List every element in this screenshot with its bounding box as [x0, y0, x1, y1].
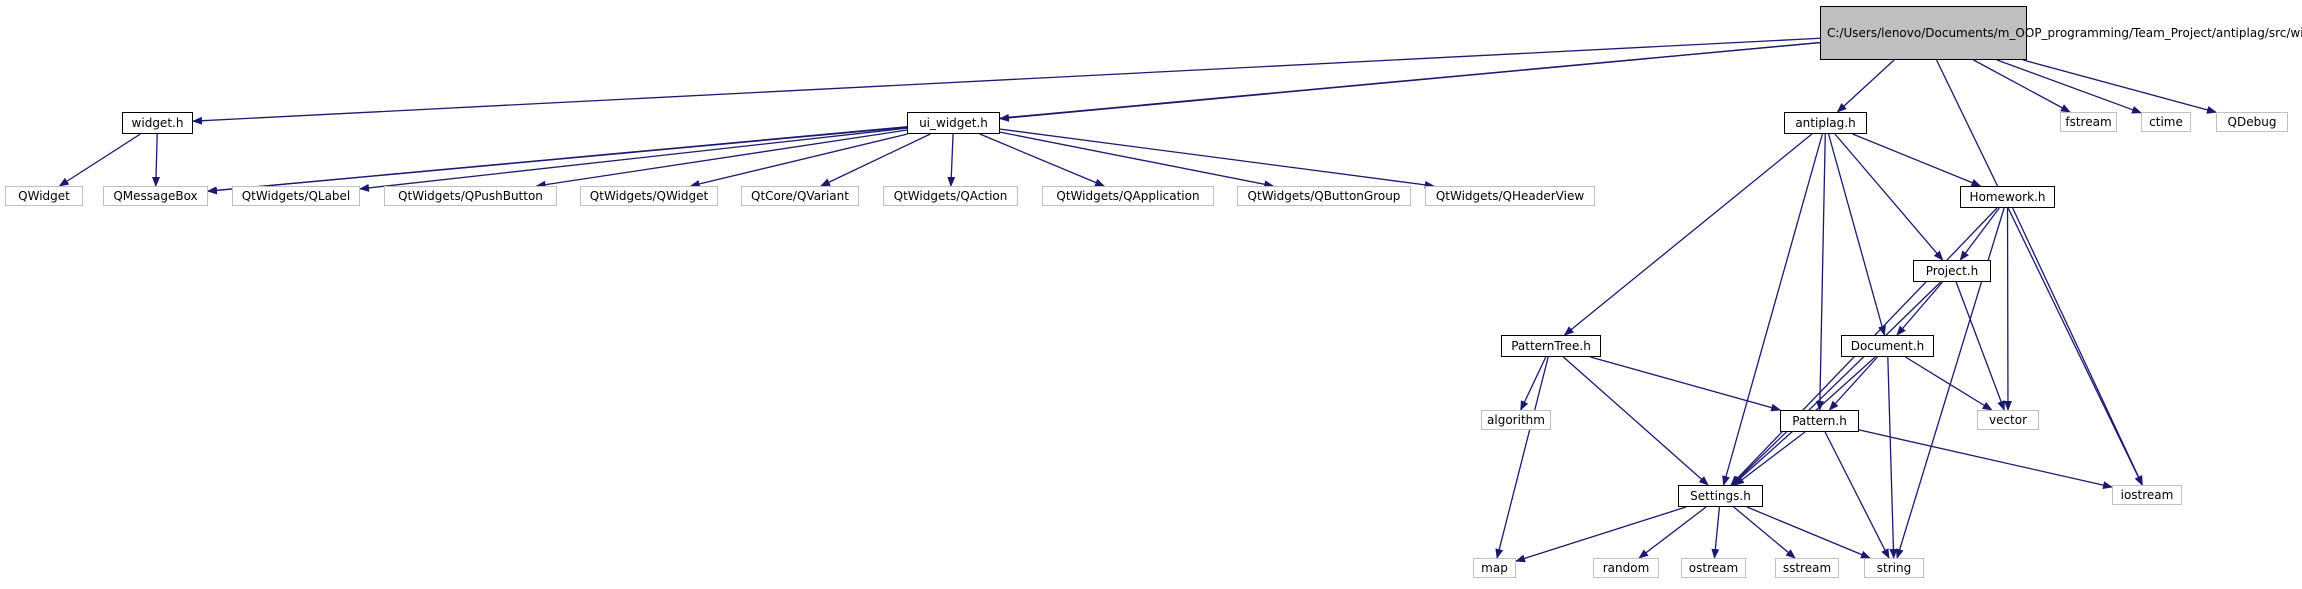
edge-project_h-to-vector — [1955, 281, 2005, 411]
ui-widget-h-node[interactable]: ui_widget.h — [907, 112, 1000, 134]
ctime-node: ctime — [2141, 112, 2191, 132]
sstream-node: sstream — [1775, 558, 1839, 578]
edge-ui_widget_h-to-qtwidgets_qwidget — [689, 133, 908, 188]
qdebug-node: QDebug — [2216, 112, 2288, 132]
edge-pattern_h-to-settings_h — [1734, 431, 1806, 486]
edge-root-to-ctime — [1996, 59, 2142, 114]
edge-project_h-to-document_h — [1896, 281, 1944, 336]
edge-settings_h-to-string — [1746, 506, 1871, 559]
edge-root-to-widget_h — [192, 37, 1821, 125]
edge-root-to-iostream — [1935, 59, 2143, 486]
edge-document_h-to-vector — [1905, 356, 1993, 411]
edge-patterntree_h-to-algorithm — [1520, 356, 1547, 411]
project-h-node[interactable]: Project.h — [1913, 260, 1991, 282]
edge-ui_widget_h-to-qheaderview — [999, 128, 1435, 189]
edge-widget_h-to-qwidget — [58, 133, 141, 187]
edge-root-to-antiplag_h — [1836, 59, 1895, 113]
document-h-node[interactable]: Document.h — [1841, 335, 1934, 357]
edge-patterntree_h-to-map — [1495, 356, 1549, 559]
fstream-node: fstream — [2060, 112, 2117, 132]
string-node: string — [1864, 558, 1924, 578]
qtwidgets-qpushbutton-node: QtWidgets/QPushButton — [384, 186, 557, 206]
qtwidgets-qaction-node: QtWidgets/QAction — [883, 186, 1018, 206]
edge-ui_widget_h-to-qbuttongroup — [999, 131, 1275, 189]
pattern-h-node[interactable]: Pattern.h — [1780, 410, 1859, 432]
antiplag-h-node[interactable]: antiplag.h — [1784, 112, 1867, 134]
edge-antiplag_h-to-settings_h — [1722, 133, 1824, 486]
patterntree-h-node[interactable]: PatternTree.h — [1501, 335, 1601, 357]
edge-project_h-to-settings_h — [1731, 281, 1942, 486]
qmessagebox-node: QMessageBox — [103, 186, 208, 206]
edge-pattern_h-to-string — [1824, 431, 1890, 559]
edge-settings_h-to-sstream — [1733, 506, 1796, 559]
edge-antiplag_h-to-project_h — [1834, 133, 1944, 261]
qtwidgets-qwidget-node: QtWidgets/QWidget — [580, 186, 718, 206]
edge-antiplag_h-to-homework_h — [1852, 133, 1982, 187]
edge-antiplag_h-to-pattern_h — [1815, 133, 1826, 411]
edge-patterntree_h-to-settings_h — [1562, 356, 1709, 486]
qwidget-node: QWidget — [5, 186, 83, 206]
settings-h-node[interactable]: Settings.h — [1678, 485, 1763, 507]
edge-homework_h-to-iostream — [2012, 207, 2143, 486]
edge-ui_widget_h-to-qlabel — [359, 127, 908, 192]
edge-root-to-fstream — [1973, 59, 2071, 113]
edge-pattern_h-to-iostream — [1858, 429, 2113, 490]
edge-antiplag_h-to-patterntree_h — [1563, 133, 1813, 336]
edge-widget_h-to-qmessagebox — [152, 133, 161, 187]
edge-patterntree_h-to-pattern_h — [1590, 356, 1782, 412]
widget-h-node[interactable]: widget.h — [122, 112, 193, 134]
edge-root-to-qdebug — [2022, 59, 2217, 114]
edge-document_h-to-pattern_h — [1828, 356, 1879, 411]
map-node: map — [1473, 558, 1516, 578]
root-label-line: t/antiplag/src/widget.cpp — [2207, 25, 2302, 40]
root-file-node[interactable]: C:/Users/lenovo/Documents/m_OOP_programm… — [1820, 6, 2302, 60]
qtwidgets-qheaderview-node: QtWidgets/QHeaderView — [1425, 186, 1595, 206]
edge-antiplag_h-to-document_h — [1827, 133, 1886, 336]
root-label-line: _OOP_programming/Team_Projec — [2009, 25, 2208, 40]
qtwidgets-qlabel-node: QtWidgets/QLabel — [232, 186, 360, 206]
edge-settings_h-to-map — [1515, 506, 1687, 563]
edge-homework_h-to-project_h — [1959, 207, 2000, 261]
edge-ui_widget_h-to-qmessagebox — [207, 126, 908, 195]
edge-ui_widget_h-to-qpushbutton — [535, 129, 908, 189]
homework-h-node[interactable]: Homework.h — [1960, 186, 2055, 208]
edge-document_h-to-string — [1887, 356, 1898, 559]
qtwidgets-qbuttongroup-node: QtWidgets/QButtonGroup — [1237, 186, 1411, 206]
edge-settings_h-to-random — [1638, 506, 1707, 559]
edge-ui_widget_h-to-qapplication — [979, 133, 1106, 187]
iostream-node: iostream — [2112, 485, 2182, 505]
qtwidgets-qapplication-node: QtWidgets/QApplication — [1042, 186, 1214, 206]
root-label-line: C:/Users/lenovo/Documents/m — [1827, 25, 2010, 40]
ostream-node: ostream — [1681, 558, 1746, 578]
edge-ui_widget_h-to-qvariant — [820, 133, 931, 187]
qtcore-qvariant-node: QtCore/QVariant — [741, 186, 859, 206]
random-node: random — [1593, 558, 1659, 578]
edge-ui_widget_h-to-qaction — [947, 133, 956, 187]
edge-settings_h-to-ostream — [1711, 506, 1721, 559]
algorithm-node: algorithm — [1481, 410, 1551, 430]
vector-node: vector — [1977, 410, 2039, 430]
